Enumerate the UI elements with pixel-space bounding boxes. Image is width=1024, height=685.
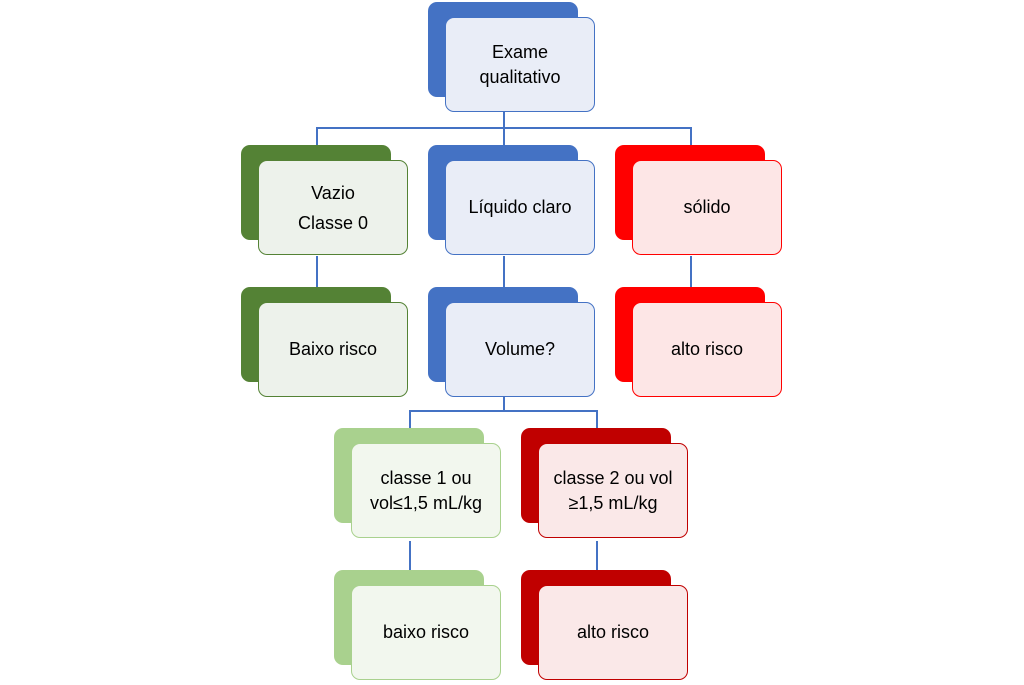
node-label: Líquido claro [468, 197, 572, 217]
node-classe-2: classe 2 ou vol ≥1,5 mL/kg [521, 428, 691, 538]
connector-line [690, 256, 692, 288]
node-alto-risco-classe-2: alto risco [521, 570, 691, 680]
node-front-box: sólido [632, 160, 782, 255]
node-label: classe 2 ou vol ≥1,5 mL/kg [553, 467, 673, 513]
node-label: baixo risco [382, 622, 470, 642]
connector-line [503, 127, 505, 145]
node-front-box: baixo risco [351, 585, 501, 680]
connector-line [503, 256, 505, 288]
connector-line [596, 410, 598, 428]
connector-line [690, 127, 692, 145]
node-label: alto risco [670, 339, 744, 359]
node-label: sólido [683, 197, 731, 217]
node-front-box: alto risco [538, 585, 688, 680]
node-classe-1: classe 1 ou vol≤1,5 mL/kg [334, 428, 504, 538]
node-front-box: Exame qualitativo [445, 17, 595, 112]
node-front-box: Vazio Classe 0 [258, 160, 408, 255]
connector-line [596, 541, 598, 571]
node-label-line1: Vazio [311, 182, 355, 203]
node-front-box: Volume? [445, 302, 595, 397]
node-label-line2: Classe 0 [297, 212, 369, 233]
node-label: Baixo risco [288, 339, 378, 359]
node-label: Exame qualitativo [479, 41, 561, 87]
connector-line [316, 127, 318, 145]
node-solido: sólido [615, 145, 785, 255]
node-front-box: classe 2 ou vol ≥1,5 mL/kg [538, 443, 688, 538]
node-liquido-claro: Líquido claro [428, 145, 598, 255]
node-baixo-risco-classe-1: baixo risco [334, 570, 504, 680]
node-front-box: Líquido claro [445, 160, 595, 255]
connector-line [503, 112, 505, 128]
connector-line [409, 541, 411, 571]
node-vazio: Vazio Classe 0 [241, 145, 411, 255]
node-volume: Volume? [428, 287, 598, 397]
node-label: Volume? [484, 339, 556, 359]
node-baixo-risco-vazio: Baixo risco [241, 287, 411, 397]
connector-line [503, 397, 505, 411]
connector-line [409, 410, 597, 412]
node-front-box: alto risco [632, 302, 782, 397]
node-label: alto risco [576, 622, 650, 642]
node-front-box: classe 1 ou vol≤1,5 mL/kg [351, 443, 501, 538]
connector-line [316, 256, 318, 288]
node-exame-qualitativo: Exame qualitativo [428, 2, 598, 112]
node-label: classe 1 ou vol≤1,5 mL/kg [370, 467, 482, 513]
connector-line [409, 410, 411, 428]
node-alto-risco-solido: alto risco [615, 287, 785, 397]
node-front-box: Baixo risco [258, 302, 408, 397]
